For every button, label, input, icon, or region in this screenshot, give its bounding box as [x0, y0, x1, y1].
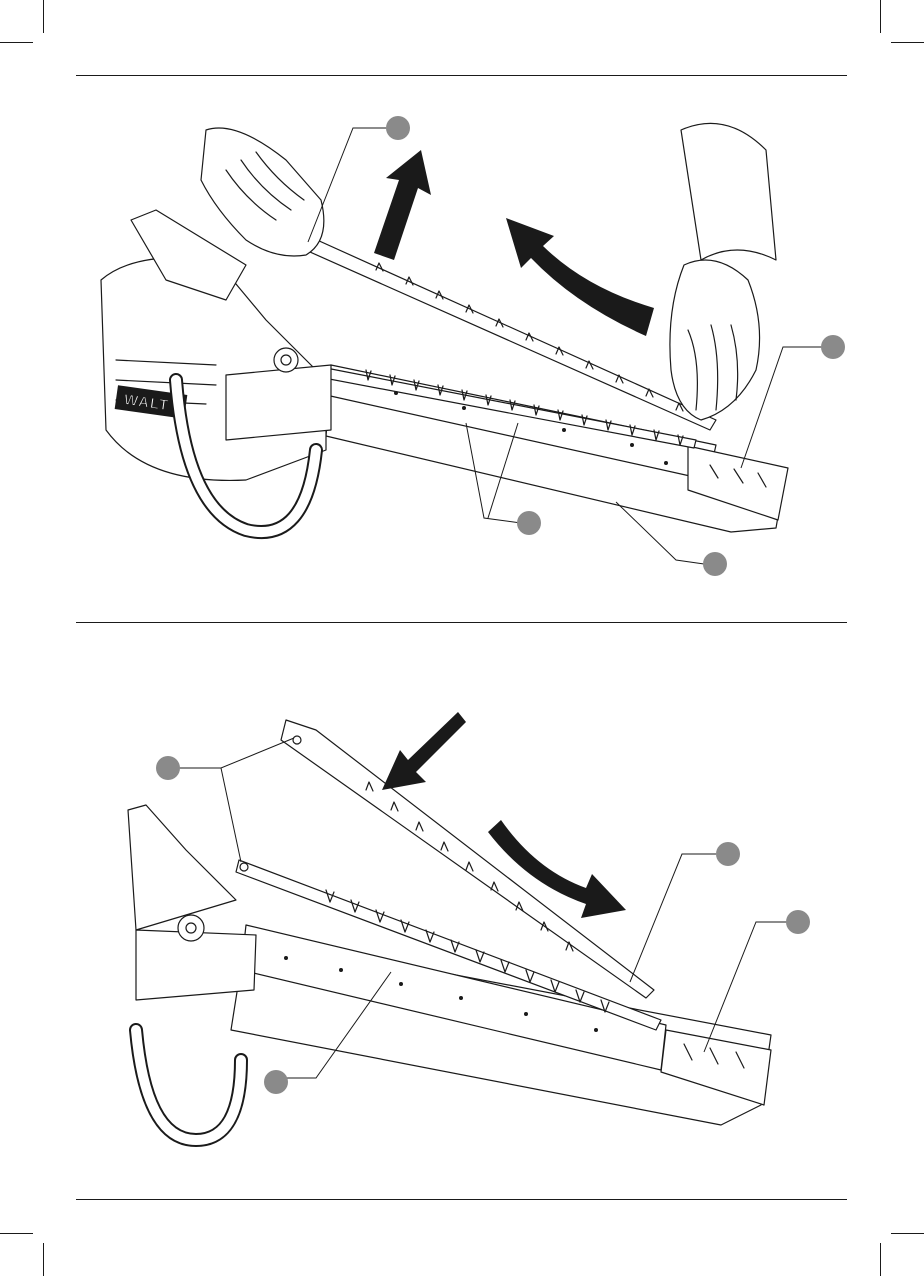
callout-marker-2 — [716, 842, 740, 866]
gear-head-clamp — [226, 365, 331, 440]
crop-mark-top-left-v — [43, 0, 44, 33]
straight-up-arrow — [374, 150, 431, 260]
crop-mark-top-right-h — [891, 42, 924, 43]
top-rule — [76, 75, 847, 76]
figure-1-illustration: WALT — [76, 90, 847, 610]
upper-blade-hole — [293, 736, 301, 744]
callout-marker-1 — [386, 116, 410, 140]
crop-mark-bottom-left-v — [43, 1243, 44, 1276]
motor-housing — [128, 805, 236, 930]
straight-down-left-arrow — [382, 712, 466, 790]
callout-marker-2 — [821, 335, 845, 359]
crop-mark-bottom-right-v — [880, 1243, 881, 1276]
leader-line-1b — [221, 768, 241, 862]
left-hand — [201, 128, 324, 256]
lower-blade-hole — [240, 863, 248, 871]
callout-marker-4 — [264, 1070, 288, 1094]
crop-mark-bottom-left-h — [0, 1233, 33, 1234]
callout-marker-3 — [517, 511, 541, 535]
crop-mark-top-right-v — [880, 0, 881, 33]
callout-marker-1 — [156, 756, 180, 780]
curved-up-left-arrow — [506, 218, 654, 336]
callout-marker-3 — [786, 910, 810, 934]
middle-rule — [76, 622, 847, 623]
figure-2-illustration — [76, 700, 847, 1180]
callout-marker-4 — [703, 552, 727, 576]
crop-mark-bottom-right-h — [891, 1233, 924, 1234]
leader-line-2 — [630, 854, 716, 982]
crop-mark-top-left-h — [0, 42, 33, 43]
curved-down-right-arrow — [488, 820, 626, 918]
figure-2-panel — [76, 700, 847, 1180]
bottom-rule — [76, 1199, 847, 1200]
leader-line-1a — [179, 738, 294, 768]
right-sleeve — [681, 123, 776, 260]
figure-1-panel: WALT — [76, 90, 847, 610]
